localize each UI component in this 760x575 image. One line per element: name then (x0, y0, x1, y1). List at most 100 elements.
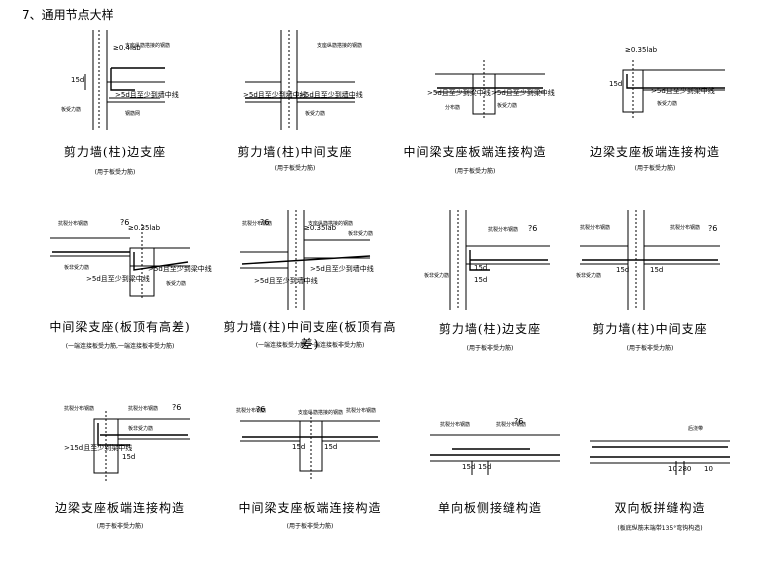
label-a: 板受力筋 (657, 101, 678, 107)
dim-c: 10 (704, 465, 713, 473)
label-a: 抗裂分布钢筋 (236, 408, 267, 414)
dim-a: 15d (292, 443, 306, 451)
detail-twoway-joint: 10 280 10 后浇带 双向板拼缝构造 (板底纵筋末端带135°弯钩构造) (570, 395, 750, 575)
node-drawing (50, 224, 190, 300)
page-title: 7、通用节点大样 (22, 8, 114, 22)
label-b: 抗裂分布钢筋 (496, 422, 527, 428)
label-b: 分布筋 (445, 105, 461, 111)
dim-anchor: ≥0.4lab (113, 44, 141, 52)
label-c: 板非受力筋 (128, 426, 154, 432)
detail-caption: 中间梁支座板端连接构造 (238, 501, 382, 515)
detail-edge-beam-slab: ≥0.35lab >5d且至少到梁中线 15d 板受力筋 边梁支座板端连接构造 … (565, 30, 745, 210)
node-drawing (435, 60, 545, 120)
node-drawing (240, 413, 380, 479)
detail-beam-middle-slab: >5d且至少到梁中线 >5d且至少到梁中线 板受力筋 分布筋 中间梁支座板端连接… (385, 30, 565, 210)
detail-caption: 边梁支座板端连接构造 (589, 145, 720, 159)
dim-b: 15d (650, 266, 664, 274)
node-drawing (590, 440, 730, 475)
node-drawing (240, 210, 371, 310)
dim-a: 15d (616, 266, 630, 274)
node-drawing (580, 210, 720, 310)
label-b: 板非受力筋 (424, 273, 450, 279)
dim-b: 280 (678, 465, 692, 473)
dim-anchor: ≥0.35lab (304, 224, 337, 232)
label-b: 抗裂分布钢筋 (670, 225, 701, 231)
detail-sub: (用于板非受力筋) (286, 523, 334, 530)
detail-sub: (一端连接板受力筋,一端连接板非受力筋) (255, 342, 365, 349)
dim-anchor: ≥0.35lab (128, 224, 161, 232)
lap-mark: ?6 (528, 224, 538, 233)
dim-a: >15d且至少到梁中线 (64, 444, 133, 452)
dim-left: >5d且至少到墙中线 (254, 277, 318, 285)
dim-a: 10 (668, 465, 677, 473)
detail-caption: 剪力墙(柱)中间支座(板顶有高差) (223, 320, 397, 351)
lap-mark: ?6 (120, 218, 130, 227)
detail-wall-edge-nonstress: 15d 15d ?6 抗裂分布钢筋 板非受力筋 剪力墙(柱)边支座 (用于板非受… (400, 210, 580, 390)
dim-right: >5d且至少到梁中线 (491, 89, 555, 97)
dim-left: >5d且至少到梁中线 (86, 275, 150, 283)
detail-sub: (用于板受力筋) (454, 168, 496, 175)
label-c: 板非受力筋 (348, 231, 374, 237)
label-a: 后浇带 (688, 426, 704, 432)
label-a: 支座纵筋搭接的钢筋 (317, 43, 363, 49)
label-b: 板非受力筋 (64, 265, 90, 271)
label-a: 抗裂分布钢筋 (488, 227, 519, 233)
dim-anchor: ≥0.35lab (625, 46, 658, 54)
detail-oneway-joint: 15d 15d ?6 抗裂分布钢筋 抗裂分布钢筋 单向板侧接缝构造 (400, 395, 580, 575)
detail-caption: 边梁支座板端连接构造 (54, 501, 185, 515)
node-drawing (430, 434, 560, 475)
dim-extension: >5d且至少到墙中线 (115, 91, 179, 99)
detail-sub: (用于板受力筋) (94, 169, 136, 176)
lap-mark: ?6 (260, 218, 270, 227)
dim-left: >5d且至少到梁中线 (427, 89, 491, 97)
detail-beam-middle-step: ≥0.35lab >5d且至少到梁中线 >5d且至少到梁中线 ?6 抗裂分布钢筋… (30, 210, 212, 390)
detail-caption: 剪力墙(柱)边支座 (63, 145, 167, 159)
lap-mark: ?6 (256, 405, 266, 414)
detail-wall-edge-support: ≥0.4lab >5d且至少到墙中线 15d 支座纵筋搭接的钢筋 板受力筋 钢筋… (25, 30, 205, 210)
label-b: 支座纵筋搭接的钢筋 (308, 221, 354, 227)
detail-edge-beam-nonstress: >15d且至少到梁中线 15d ?6 抗裂分布钢筋 抗裂分布钢筋 板非受力筋 边… (30, 395, 210, 575)
label-b: 板受力筋 (61, 107, 82, 113)
dim-b: 15d (474, 276, 488, 284)
dim-right: >5d且至少到梁中线 (148, 265, 212, 273)
detail-sub: (板底纵筋末端带135°弯钩构造) (617, 525, 703, 532)
dim-a: 15d (462, 463, 476, 471)
node-drawing (622, 60, 725, 120)
dim-right: >5d且至少到墙中线 (299, 91, 363, 99)
detail-beam-middle-nonstress: 15d 15d ?6 抗裂分布钢筋 支座纵筋搭接的钢筋 抗裂分布钢筋 中间梁支座… (220, 395, 400, 575)
dim-right: >5d且至少到墙中线 (310, 265, 374, 273)
detail-sub: (用于板受力筋) (274, 165, 316, 172)
dim-bend: 15d (609, 80, 623, 88)
detail-sub: (用于板非受力筋) (96, 523, 144, 530)
dim-left: >5d且至少到墙中线 (243, 91, 307, 99)
label-c: 钢筋网 (125, 111, 141, 117)
detail-caption: 中间梁支座板端连接构造 (403, 145, 547, 159)
detail-sub: (一端连接板受力筋,一端连接板非受力筋) (65, 343, 175, 350)
label-a: 抗裂分布钢筋 (440, 422, 471, 428)
detail-sub: (用于板受力筋) (634, 165, 676, 172)
detail-caption: 单向板侧接缝构造 (437, 501, 542, 515)
label-c: 板非受力筋 (576, 273, 602, 279)
label-a: 抗裂分布钢筋 (242, 221, 273, 227)
detail-sub: (用于板非受力筋) (466, 345, 514, 352)
detail-sub: (用于板非受力筋) (626, 345, 674, 352)
lap-mark: ?6 (172, 403, 182, 412)
label-a: 抗裂分布钢筋 (58, 221, 89, 227)
label-a: 板受力筋 (497, 103, 518, 109)
detail-caption: 剪力墙(柱)边支座 (438, 322, 542, 336)
node-drawing (245, 30, 355, 130)
node-drawing (449, 210, 550, 310)
dim-a: 15d (474, 264, 488, 272)
dim-extension: >5d且至少到梁中线 (651, 87, 715, 95)
label-a: 抗裂分布钢筋 (580, 225, 611, 231)
dim-bend: 15d (71, 76, 85, 84)
lap-mark: ?6 (514, 417, 524, 426)
node-drawing (84, 30, 165, 130)
dim-b: 15d (122, 453, 136, 461)
detail-caption: 中间梁支座(板顶有高差) (49, 320, 191, 334)
dim-b: 15d (324, 443, 338, 451)
label-b: 抗裂分布钢筋 (128, 406, 159, 412)
label-a: 抗裂分布钢筋 (64, 406, 95, 412)
node-drawing (93, 411, 190, 481)
detail-caption: 双向板拼缝构造 (614, 501, 706, 515)
